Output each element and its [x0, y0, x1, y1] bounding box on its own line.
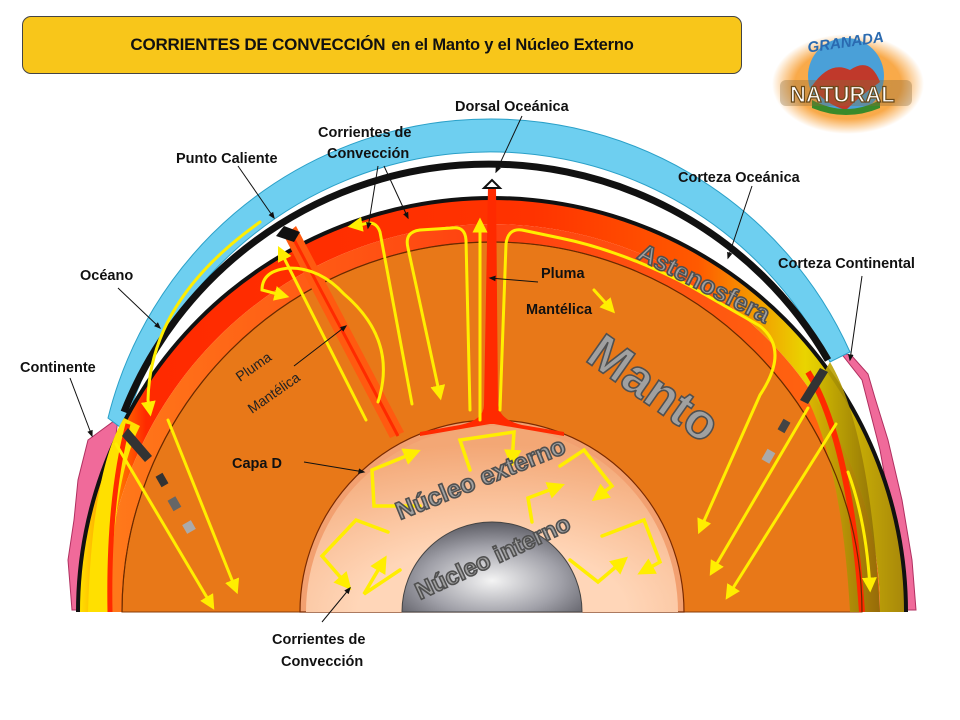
logo-bottom-text: NATURAL: [790, 82, 895, 107]
label-pluma-right-1: Pluma: [541, 266, 585, 282]
hot-spot-volcano: [276, 226, 300, 242]
label-corrientes-top-1: Corrientes de: [318, 125, 411, 141]
label-corteza-oceanica: Corteza Oceánica: [678, 170, 801, 186]
inner-core-layer: [401, 521, 583, 613]
mantle-convection-currents: [114, 216, 877, 610]
label-dorsal-oceanica: Dorsal Oceánica: [455, 99, 570, 115]
label-corteza-continental: Corteza Continental: [778, 256, 915, 272]
label-pluma-right-2: Mantélica: [526, 302, 593, 318]
label-oceano: Océano: [80, 268, 133, 284]
leader-lines: [69, 115, 863, 623]
outer-core-layer: [306, 426, 678, 612]
label-capa-d: Capa D: [232, 456, 282, 472]
label-continente: Continente: [20, 360, 96, 376]
ocean-layer: [107, 118, 851, 431]
granada-natural-logo: GRANADA NATURAL: [772, 29, 924, 134]
title-rest: en el Manto y el Núcleo Externo: [391, 35, 634, 54]
label-corrientes-top-2: Convección: [327, 146, 409, 162]
ridge-marker: [481, 178, 503, 189]
subducted-slabs: [122, 368, 828, 534]
label-corrientes-bottom-2: Convección: [281, 654, 363, 670]
label-corrientes-bottom-1: Corrientes de: [272, 632, 365, 648]
title-strong: CORRIENTES DE CONVECCIÓN: [130, 35, 386, 54]
core-convection-currents: [319, 429, 663, 596]
title-banner: CORRIENTES DE CONVECCIÓN en el Manto y e…: [22, 16, 742, 74]
label-punto-caliente: Punto Caliente: [176, 151, 278, 167]
